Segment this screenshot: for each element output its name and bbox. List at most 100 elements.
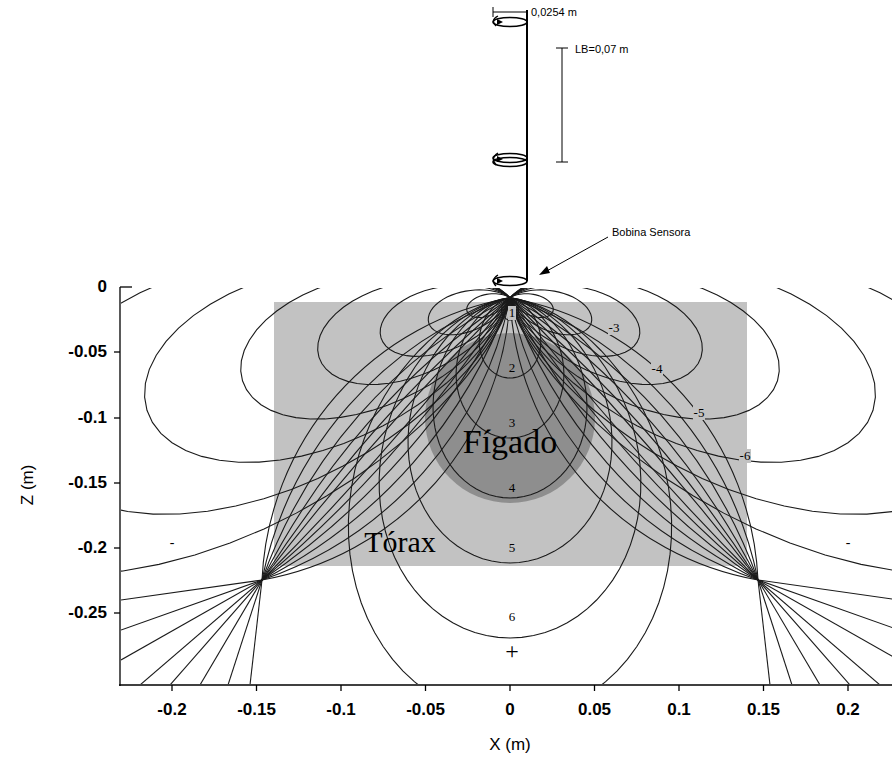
contour-line [262, 298, 510, 580]
contour-line [262, 298, 510, 580]
tick-label: -0.2 [156, 701, 187, 719]
tick [509, 685, 510, 691]
sign-label: - [169, 536, 176, 551]
contour-line [200, 580, 262, 684]
axis-title: X (m) [488, 736, 532, 754]
tick-label: -0.05 [405, 701, 446, 719]
tick [847, 685, 848, 691]
contour-line [510, 298, 758, 580]
contour-line [510, 298, 758, 580]
contour-line [121, 288, 510, 514]
contour-value: 4 [508, 481, 517, 495]
contour-line [510, 298, 758, 580]
dimension-line [562, 48, 563, 162]
contour-line [510, 298, 758, 580]
tick [763, 685, 764, 691]
tick-label: -0.15 [236, 701, 277, 719]
contour-line [758, 580, 892, 630]
axis-title: Z (m) [19, 464, 37, 507]
dimension-label: 0,0254 m [530, 7, 578, 19]
contour-line [758, 580, 820, 684]
dimension-tick [556, 48, 568, 49]
contour-line [121, 580, 262, 600]
contour-line [510, 298, 758, 580]
tick [171, 685, 172, 691]
arrowhead [497, 156, 503, 162]
contour-line [262, 298, 510, 580]
tick [114, 417, 120, 418]
contour-line [262, 298, 510, 580]
contour-value: 6 [508, 610, 517, 624]
contour-line [510, 298, 758, 580]
contour-line [510, 288, 875, 462]
contour-line [262, 298, 510, 580]
tick-label: 0.05 [577, 701, 612, 719]
contour-line [262, 298, 510, 580]
dimension-tick [556, 162, 568, 163]
contour-line [262, 298, 510, 580]
contour-line [510, 288, 702, 384]
tick-label: 0.2 [835, 701, 861, 719]
contour-line [758, 580, 880, 684]
contour-line [379, 298, 641, 638]
contour-line [140, 580, 262, 684]
sign-label: - [845, 536, 852, 551]
contour-value: -4 [651, 362, 664, 376]
tick [114, 547, 120, 548]
contour-line [510, 298, 758, 580]
region-label: Tórax [364, 525, 436, 558]
contour-line [510, 298, 758, 580]
contour-line [250, 580, 262, 684]
callout-label: Bobina Sensora [611, 227, 691, 239]
tick [256, 685, 257, 691]
contour-line [170, 580, 262, 684]
tick-label: 0.1 [666, 701, 692, 719]
arrowhead [539, 266, 550, 275]
tick-label: -0.25 [67, 604, 108, 622]
tick-label: -0.1 [325, 701, 356, 719]
tick-label: -0.05 [67, 343, 108, 361]
contour-line [348, 298, 671, 684]
tick [678, 685, 679, 691]
contour-line [121, 580, 262, 630]
z-axis [119, 287, 120, 686]
contour-line [758, 580, 770, 684]
tick [340, 685, 341, 691]
contour-line [262, 298, 510, 580]
tick [114, 351, 120, 352]
contour-line [758, 580, 850, 684]
contour-line [262, 298, 510, 580]
tick [114, 482, 120, 483]
x-axis [119, 684, 892, 685]
thorax-region: TóraxFígado [274, 302, 747, 566]
contour-value: 3 [508, 416, 517, 430]
tick-label: 0 [504, 701, 515, 719]
contour-line [510, 298, 758, 580]
dimension-line [493, 12, 527, 13]
contour-line [510, 298, 758, 580]
contour-line [510, 288, 892, 514]
contour-value: 1 [508, 306, 517, 320]
contour-line [262, 298, 510, 580]
tick [120, 286, 132, 287]
coil-wire [526, 10, 528, 281]
tick-label: 0 [97, 278, 108, 296]
tick [425, 685, 426, 691]
arrowhead [497, 19, 503, 25]
contour-value: -6 [739, 449, 752, 463]
tick [594, 685, 595, 691]
contour-line [510, 298, 758, 580]
contour-line [510, 288, 892, 575]
arrowhead [497, 278, 503, 284]
contour-line [262, 298, 510, 580]
contour-line [228, 580, 262, 684]
contour-line [145, 288, 510, 462]
tick-label: -0.15 [67, 474, 108, 492]
tick-label: 0.15 [746, 701, 781, 719]
contour-line [758, 580, 792, 684]
coil [493, 277, 527, 286]
sign-label: + [504, 639, 520, 664]
contour-value: -3 [608, 321, 621, 335]
leader-line [545, 237, 608, 272]
